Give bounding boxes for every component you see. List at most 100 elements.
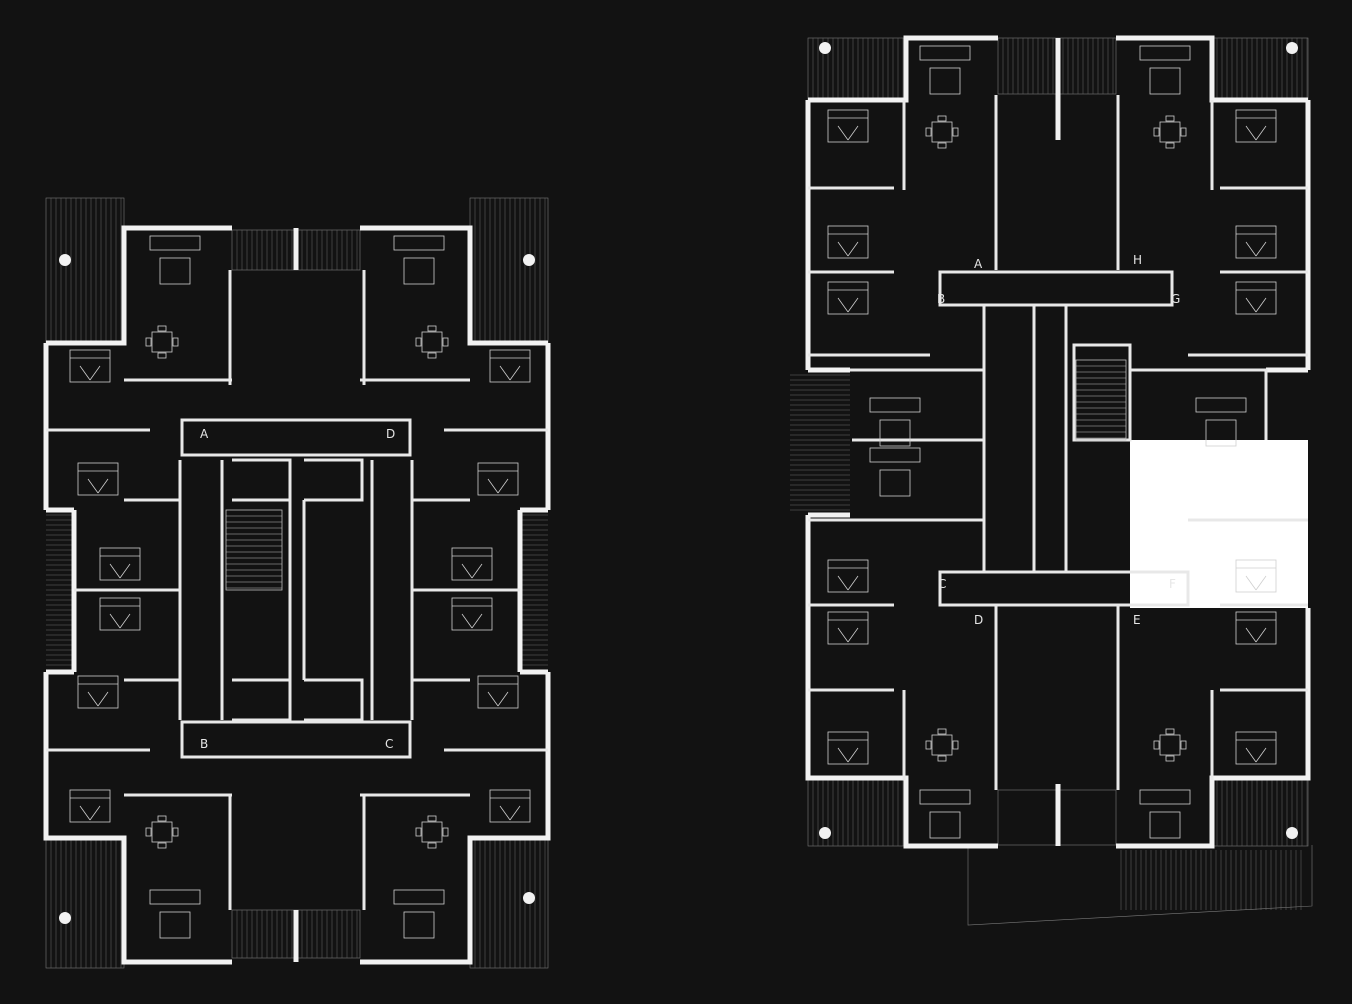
bed-symbol-line (109, 563, 121, 579)
bed-symbol-line (119, 613, 131, 629)
coffee-table-symbol (1205, 419, 1237, 447)
chair-symbol (157, 815, 167, 822)
dining-table-symbol (931, 734, 953, 756)
bed-symbol-line (847, 241, 859, 257)
chair-symbol (427, 815, 437, 822)
sofa-symbol (1139, 789, 1191, 805)
bed-symbol-line (847, 125, 859, 141)
chair-symbol (427, 325, 437, 332)
bed-symbol (1235, 109, 1277, 143)
bed-symbol (77, 675, 119, 709)
chair-symbol (952, 740, 959, 750)
coffee-table-symbol (159, 911, 191, 939)
coffee-table-symbol (403, 911, 435, 939)
bed-symbol-line (1245, 575, 1257, 591)
bed-symbol-line (89, 805, 101, 821)
coffee-table-symbol (929, 811, 961, 839)
bed-symbol (1235, 559, 1277, 593)
chair-symbol (1153, 127, 1160, 137)
dining-table-symbol (421, 821, 443, 843)
bed-symbol (827, 225, 869, 259)
bed-symbol-line (847, 297, 859, 313)
chair-symbol (1165, 755, 1175, 762)
bed-symbol (69, 349, 111, 383)
bed-symbol-line (89, 365, 101, 381)
right-unit-label-h: H (1133, 253, 1142, 267)
right-unit-label-a: A (974, 257, 983, 271)
dining-table-symbol (1159, 121, 1181, 143)
chair-symbol (415, 827, 422, 837)
bed-symbol-line (79, 365, 91, 381)
bed-symbol-line (97, 478, 109, 494)
right-unit-label-b: B (937, 292, 945, 306)
bed-symbol-line (499, 805, 511, 821)
coffee-table-symbol (403, 257, 435, 285)
bed-symbol (477, 675, 519, 709)
right-interior-walls (808, 95, 1308, 790)
bed-symbol (489, 789, 531, 823)
chair-symbol (157, 325, 167, 332)
chair-symbol (937, 728, 947, 735)
bed-symbol-line (847, 575, 859, 591)
chair-symbol (172, 337, 179, 347)
bed-symbol-line (497, 478, 509, 494)
bed-symbol-line (837, 627, 849, 643)
left-columns (59, 254, 535, 924)
bed-symbol-line (1255, 297, 1267, 313)
chair-symbol (1165, 728, 1175, 735)
bed-symbol-line (509, 805, 521, 821)
chair-symbol (1165, 115, 1175, 122)
right-unit-label-e: E (1133, 613, 1141, 627)
left-floor-plan: A D B C (43, 197, 551, 969)
chair-symbol (1180, 740, 1187, 750)
left-unit-label-a: A (200, 427, 209, 441)
bed-symbol (451, 597, 493, 631)
bed-symbol (1235, 611, 1277, 645)
chair-symbol (157, 352, 167, 359)
bed-symbol (827, 281, 869, 315)
bed-symbol (827, 731, 869, 765)
right-stair (1075, 359, 1127, 441)
bed-symbol (99, 547, 141, 581)
dining-table-symbol (151, 821, 173, 843)
sofa-symbol (869, 397, 921, 413)
bed-symbol-line (109, 613, 121, 629)
sofa-symbol (919, 45, 971, 61)
right-floor-plan: A H B G C F D E (790, 35, 1313, 926)
right-unit-label-f: F (1169, 577, 1176, 591)
bed-symbol-line (1245, 747, 1257, 763)
sofa-symbol (919, 789, 971, 805)
bed-symbol-line (837, 297, 849, 313)
bed-symbol (1235, 731, 1277, 765)
bed-symbol-line (509, 365, 521, 381)
right-core-block (1130, 440, 1308, 608)
bed-symbol-line (1255, 747, 1267, 763)
bed-symbol-line (461, 613, 473, 629)
bed-symbol-line (837, 241, 849, 257)
sofa-symbol (149, 235, 201, 251)
bed-symbol-line (1255, 575, 1267, 591)
left-unit-label-d: D (386, 427, 395, 441)
bed-symbol (451, 547, 493, 581)
right-unit-label-c: C (938, 577, 946, 591)
left-walls (43, 225, 551, 965)
sofa-symbol (393, 235, 445, 251)
right-unit-label-d: D (974, 613, 983, 627)
sofa-symbol (1195, 397, 1247, 413)
chair-symbol (427, 842, 437, 849)
sofa-symbol (869, 447, 921, 463)
chair-symbol (427, 352, 437, 359)
left-unit-label-b: B (200, 737, 208, 751)
bed-symbol-line (79, 805, 91, 821)
bed-symbol-line (87, 478, 99, 494)
bed-symbol-line (487, 691, 499, 707)
left-balconies (45, 197, 549, 969)
bed-symbol-line (847, 627, 859, 643)
coffee-table-symbol (879, 469, 911, 497)
bed-symbol-line (471, 563, 483, 579)
dining-table-symbol (151, 331, 173, 353)
coffee-table-symbol (879, 419, 911, 447)
chair-symbol (1180, 127, 1187, 137)
chair-symbol (937, 755, 947, 762)
